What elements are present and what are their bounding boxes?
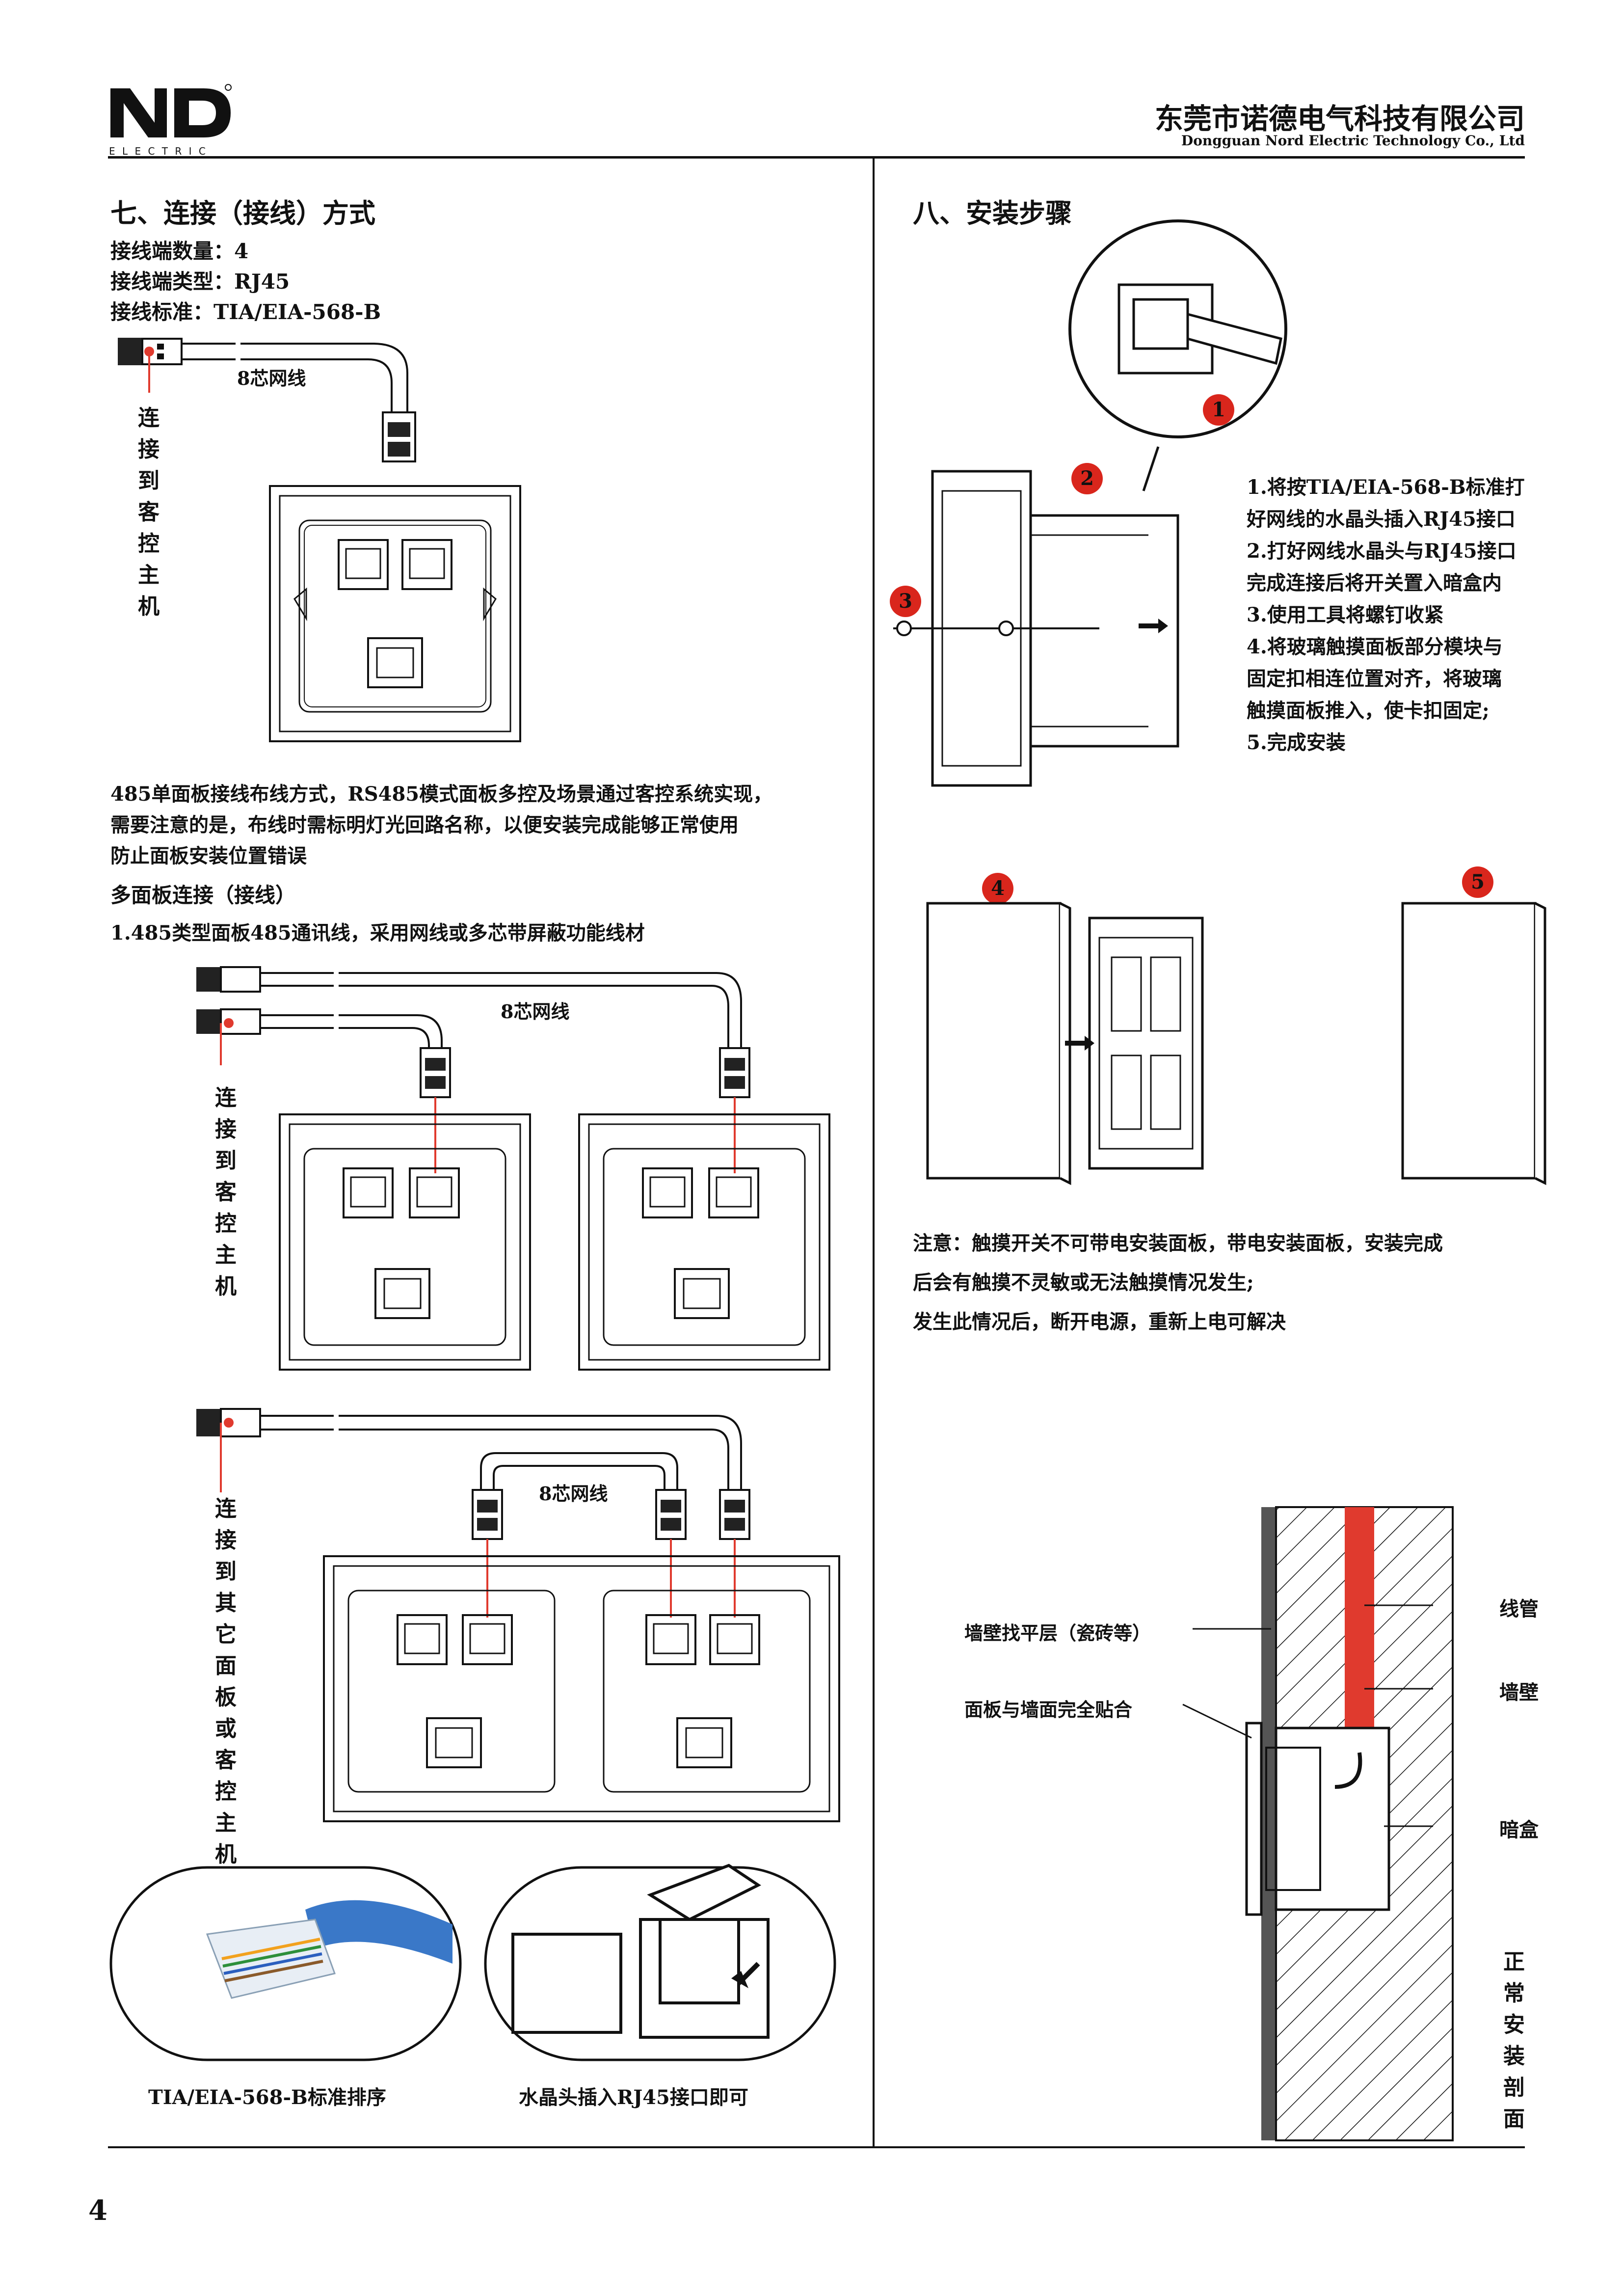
logo-sub: E L E C T R I C (109, 145, 208, 157)
vs-char: 正 (1503, 1949, 1525, 1974)
step-line: 1.将按TIA/EIA-568-B标准打 (1247, 476, 1525, 499)
badge-5-text: 5 (1471, 870, 1485, 893)
v3-char: 客 (215, 1748, 237, 1773)
v3-char: 机 (215, 1842, 237, 1867)
v3-char: 其 (215, 1591, 237, 1616)
badge-4: 4 (982, 873, 1013, 904)
badge-2: 2 (1071, 463, 1103, 494)
install-step4-figure (926, 902, 1204, 1186)
badge-3-text: 3 (899, 590, 912, 613)
wiring-para-2: 需要注意的是，布线时需标明灯光回路名称，以便安装完成能够正常使用 (110, 813, 739, 837)
vs-char: 剖 (1503, 2075, 1525, 2100)
cable-label-3: 8芯网线 (539, 1483, 608, 1505)
label-wall: 墙壁 (1499, 1681, 1539, 1704)
note-line: 发生此情况后，断开电源，重新上电可解决 (913, 1310, 1286, 1333)
v2-char: 接 (215, 1117, 237, 1142)
step-line: 固定扣相连位置对齐，将玻璃 (1247, 667, 1502, 690)
wiring-diagram-single (118, 338, 521, 742)
v3-char: 它 (215, 1622, 237, 1647)
v3-char: 板 (215, 1685, 237, 1710)
v3-char: 到 (215, 1559, 237, 1584)
vs-char: 装 (1503, 2044, 1525, 2069)
v1-char: 客 (138, 500, 160, 525)
badge-1: 1 (1203, 394, 1234, 426)
badge-4-text: 4 (991, 877, 1005, 900)
v1-char: 接 (138, 437, 160, 462)
v1-char: 机 (138, 594, 160, 619)
caption-insert: 水晶头插入RJ45接口即可 (519, 2086, 748, 2109)
column-divider (873, 159, 875, 2147)
badge-1-text: 1 (1212, 398, 1225, 421)
multi-panel-title: 多面板连接（接线） (110, 883, 296, 907)
install-step2-figure (893, 470, 1179, 787)
wiring-diagram-dual (196, 966, 830, 1371)
step-line: 完成连接后将开关置入暗盒内 (1247, 571, 1502, 594)
label-box: 暗盒 (1499, 1818, 1539, 1841)
step-line: 5.完成安装 (1247, 731, 1346, 754)
spec-standard: 接线标准：TIA/EIA-568-B (110, 300, 381, 324)
multi-panel-item: 1.485类型面板485通讯线，采用网线或多芯带屏蔽功能线材 (110, 921, 645, 945)
step-line: 2.打好网线水晶头与RJ45接口 (1247, 540, 1517, 563)
section-title-install: 八、安装步骤 (913, 197, 1072, 229)
v1-char: 控 (138, 531, 160, 556)
cable-label-1: 8芯网线 (237, 367, 306, 389)
v1-char: 到 (138, 468, 160, 493)
v2-char: 到 (215, 1148, 237, 1173)
vertical-label-host-1: 连接到客控主机 (134, 403, 163, 622)
wiring-para-3: 防止面板安装位置错误 (110, 844, 307, 867)
wiring-para-1: 485单面板接线布线方式，RS485模式面板多控及场景通过客控系统实现， (110, 783, 773, 806)
vertical-label-host-2: 连接到客控主机 (211, 1082, 240, 1302)
wall-section-diagram (1182, 1506, 1454, 2141)
v1-char: 主 (138, 563, 160, 588)
v2-char: 主 (215, 1243, 237, 1268)
rj45-plug-picture (109, 1866, 462, 2061)
wiring-diagram-chain (196, 1408, 840, 1822)
note-line: 后会有触摸不灵敏或无法触摸情况发生; (913, 1271, 1254, 1294)
section-title-connection: 七、连接（接线）方式 (110, 197, 375, 229)
v3-char: 主 (215, 1810, 237, 1836)
vertical-label-section: 正常安装剖面 (1499, 1946, 1529, 2135)
step-line: 4.将玻璃触摸面板部分模块与 (1247, 635, 1503, 658)
step-line: 触摸面板推入，使卡扣固定; (1247, 699, 1490, 722)
company-name-cn: 东莞市诺德电气科技有限公司 (1154, 102, 1525, 135)
step-line: 好网线的水晶头插入RJ45接口 (1247, 508, 1516, 531)
label-conduit: 线管 (1499, 1597, 1539, 1621)
install-step5-figure (1401, 902, 1546, 1186)
cable-label-2: 8芯网线 (501, 1000, 570, 1023)
v3-char: 连 (215, 1496, 237, 1521)
v2-char: 机 (215, 1274, 237, 1299)
label-wall-level: 墙壁找平层（瓷砖等） (964, 1622, 1151, 1644)
vs-char: 常 (1503, 1981, 1525, 2006)
vs-char: 安 (1503, 2012, 1525, 2037)
v1-char: 连 (138, 405, 160, 431)
header-rule (108, 156, 1525, 159)
spec-type: 接线端类型：RJ45 (110, 270, 290, 294)
note-line: 注意：触摸开关不可带电安装面板，带电安装面板，安装完成 (913, 1232, 1443, 1255)
label-panel-fit: 面板与墙面完全贴合 (964, 1699, 1133, 1721)
install-step1-zoom (1068, 219, 1287, 491)
step-line: 3.使用工具将螺钉收紧 (1247, 603, 1444, 626)
v2-char: 控 (215, 1211, 237, 1236)
page-number: 4 (88, 2194, 107, 2227)
badge-2-text: 2 (1080, 467, 1094, 490)
rj45-insert-picture (484, 1864, 836, 2061)
v2-char: 客 (215, 1180, 237, 1205)
badge-5: 5 (1462, 866, 1493, 898)
v3-char: 控 (215, 1779, 237, 1804)
vertical-label-host-3: 连接到其它面板或客控主机 (211, 1493, 240, 1870)
v3-char: 接 (215, 1528, 237, 1553)
nd-logo (110, 84, 232, 137)
vs-char: 面 (1503, 2107, 1525, 2132)
v3-char: 面 (215, 1653, 237, 1678)
caption-568b: TIA/EIA-568-B标准排序 (148, 2086, 386, 2109)
v3-char: 或 (215, 1716, 237, 1741)
spec-count: 接线端数量：4 (110, 239, 249, 263)
v2-char: 连 (215, 1085, 237, 1110)
footer-rule (108, 2146, 1525, 2148)
company-name-en: Dongguan Nord Electric Technology Co., L… (1181, 133, 1525, 149)
badge-3: 3 (890, 586, 921, 617)
